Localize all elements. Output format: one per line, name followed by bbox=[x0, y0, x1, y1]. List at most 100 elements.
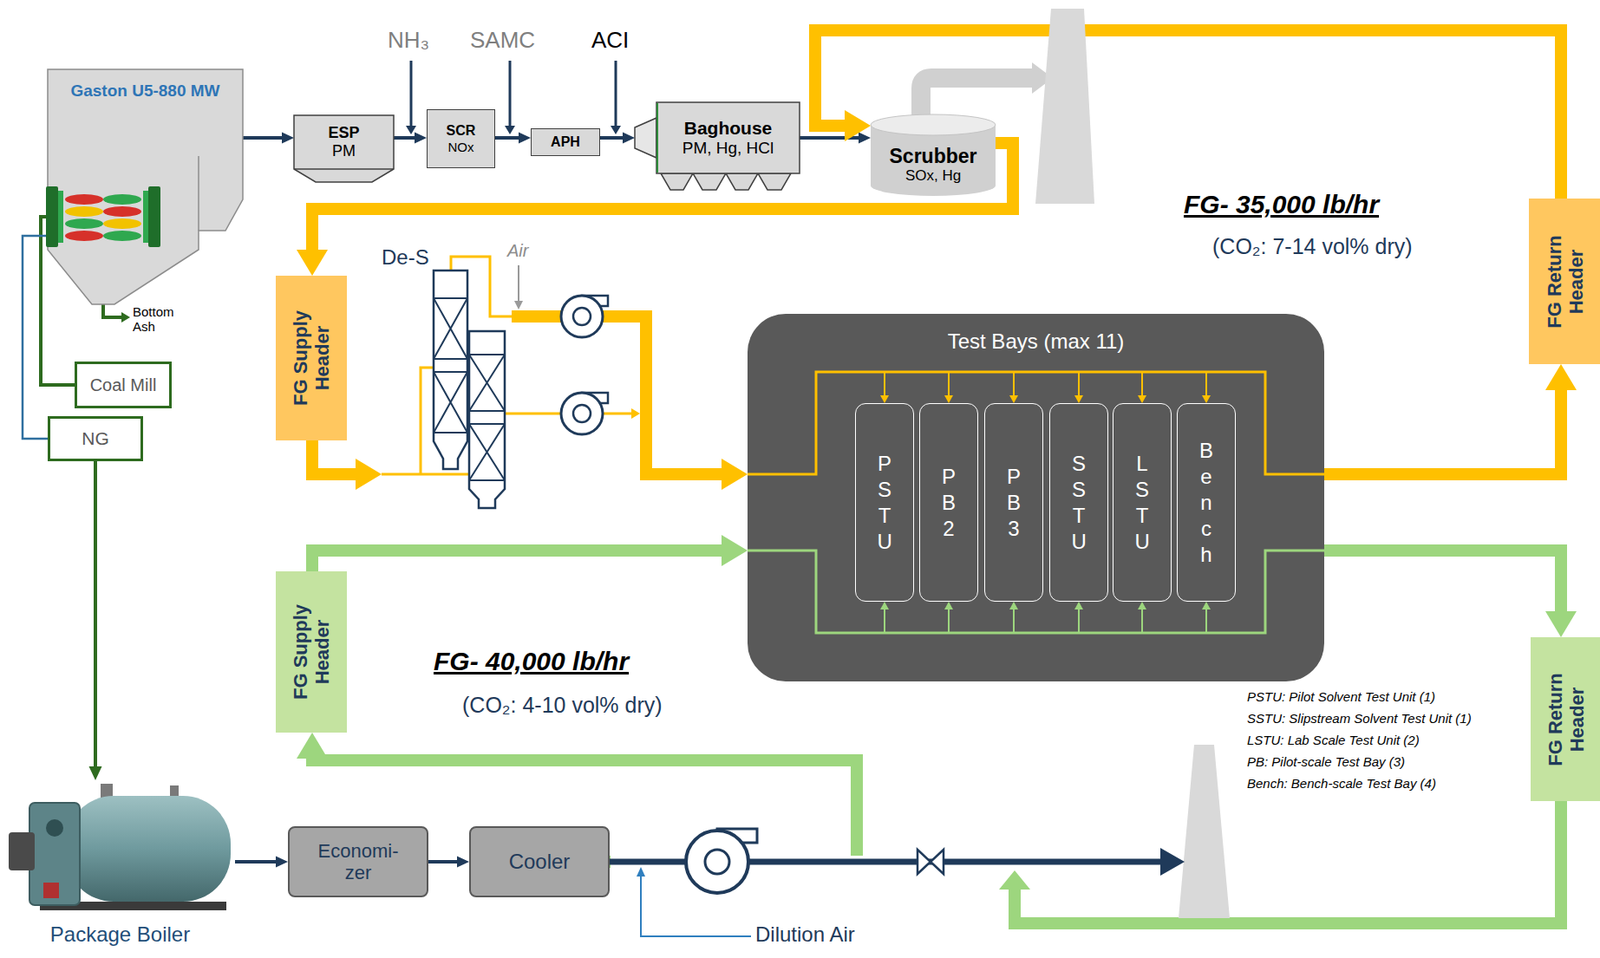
boiler-unit-shape bbox=[197, 156, 200, 231]
boiler-unit-text-area: Gaston U5-880 MW bbox=[47, 76, 243, 106]
header-box-text-area: FG Return Header bbox=[1532, 203, 1597, 360]
baghouse-box-text-area: BaghousePM, Hg, HCl bbox=[656, 102, 800, 174]
flow-line bbox=[815, 30, 1561, 199]
flow-line bbox=[296, 143, 1013, 276]
fan-symbol bbox=[573, 404, 591, 423]
header-box: FG Return Header bbox=[1530, 637, 1600, 802]
fan-symbol bbox=[705, 849, 730, 875]
flow-line bbox=[22, 235, 48, 439]
abbreviation-note: Bench: Bench-scale Test Bay (4) bbox=[1247, 776, 1437, 791]
flow-line bbox=[393, 136, 417, 140]
test-bay-text-area: PB3 bbox=[985, 404, 1043, 601]
header-box-text-area: FG Return Header bbox=[1534, 642, 1597, 797]
header-box: FG Supply Header bbox=[275, 275, 347, 441]
boiler-unit-shape bbox=[103, 206, 142, 217]
arrow-head bbox=[457, 856, 470, 869]
header-box: FG Supply Header bbox=[275, 571, 347, 733]
baghouse-box-shape bbox=[692, 173, 726, 190]
arrow-head bbox=[1545, 364, 1577, 391]
esp-box-shape bbox=[293, 115, 394, 183]
reagent-label: SAMC bbox=[470, 27, 536, 54]
esp-box-text-area: ESPPM bbox=[293, 115, 394, 170]
node-label: SSTU bbox=[1071, 450, 1087, 556]
test-bay-area-shape bbox=[1074, 395, 1084, 404]
reagent-injection-arrows bbox=[614, 60, 618, 127]
boiler-unit: Gaston U5-880 MW bbox=[47, 69, 243, 307]
flow-line bbox=[312, 440, 382, 490]
flow-line bbox=[1324, 388, 1561, 475]
test-bay-area-shape bbox=[944, 395, 954, 404]
esp-box: ESPPM bbox=[293, 115, 394, 183]
test-bay-area-shape bbox=[884, 372, 1207, 397]
reagent-injection-arrows bbox=[610, 125, 621, 135]
valve-symbol bbox=[930, 849, 944, 875]
bottom-ash-arrow bbox=[121, 312, 131, 323]
arrow-head bbox=[1545, 611, 1577, 638]
flow-line bbox=[312, 535, 748, 572]
economizer-box-text-area: Economi- zer bbox=[289, 828, 427, 896]
node-sublabel: PM bbox=[332, 142, 356, 161]
test-bay: LSTU bbox=[1112, 403, 1172, 602]
baghouse-box-shape bbox=[725, 173, 758, 190]
test-bay-area-shape bbox=[1201, 395, 1211, 404]
node-label: Coal Mill bbox=[90, 375, 157, 396]
test-bay-text-area: SSTU bbox=[1050, 404, 1108, 601]
baghouse-box: BaghousePM, Hg, HCl bbox=[634, 102, 800, 192]
reagent-injection-arrows bbox=[509, 60, 512, 127]
stack-symbol bbox=[1178, 744, 1230, 919]
boiler-unit-shape bbox=[58, 190, 64, 243]
arrow-head bbox=[296, 249, 328, 276]
desulfurizer-columns-shape bbox=[433, 298, 468, 433]
flow-line bbox=[22, 235, 48, 439]
coal-mill-box: Coal Mill bbox=[74, 361, 172, 409]
test-bay-area-text-area: Test Bays (max 11) bbox=[747, 322, 1325, 361]
baghouse-box-shape bbox=[656, 102, 800, 174]
flow-line bbox=[600, 136, 625, 140]
arrow-head bbox=[721, 458, 748, 490]
abbreviation-note: SSTU: Slipstream Solvent Test Unit (1) bbox=[1247, 711, 1472, 726]
flow-rate-label: FG- 40,000 lb/hr bbox=[433, 646, 629, 678]
test-bay: SSTU bbox=[1049, 403, 1109, 602]
package-boiler-shape bbox=[45, 819, 64, 837]
flow-line bbox=[428, 856, 470, 869]
arrow-head bbox=[275, 856, 288, 869]
node-label: LSTU bbox=[1135, 450, 1150, 556]
boiler-unit-shape bbox=[47, 69, 243, 307]
arrow-head bbox=[622, 132, 635, 144]
baghouse-box-shape bbox=[634, 117, 657, 158]
flow-line bbox=[1324, 550, 1577, 638]
abbreviation-note: PB: Pilot-scale Test Bay (3) bbox=[1247, 754, 1405, 770]
package-boiler-shape bbox=[8, 832, 35, 871]
flow-line bbox=[312, 550, 724, 572]
composition-label: (CO₂: 4-10 vol% dry) bbox=[462, 692, 663, 719]
abbreviation-note: PSTU: Pilot Solvent Test Unit (1) bbox=[1247, 689, 1436, 705]
coal-mill-box-text-area: Coal Mill bbox=[77, 364, 170, 406]
test-bay-text-area: Bench bbox=[1177, 404, 1235, 601]
node-label: De-S bbox=[381, 245, 430, 270]
scrubber-outlet-duct bbox=[920, 62, 1053, 117]
test-bay: PB2 bbox=[919, 403, 979, 602]
package-boiler-shape bbox=[29, 803, 80, 906]
test-bay: PSTU bbox=[855, 403, 915, 602]
flow-line bbox=[312, 440, 358, 475]
reagent-injection-arrows bbox=[410, 60, 413, 127]
node-label: PB2 bbox=[941, 463, 957, 543]
test-bay-text-area: PB2 bbox=[920, 404, 978, 601]
green-return-line bbox=[999, 870, 1031, 890]
baghouse-box-shape bbox=[656, 103, 659, 173]
boiler-unit-shape bbox=[65, 206, 104, 217]
esp-box-shape bbox=[293, 168, 394, 170]
stack-symbol bbox=[1035, 8, 1095, 204]
test-bay-area: Test Bays (max 11) PSTU PB2 PB3 SSTU LSTU Benc… bbox=[747, 313, 1325, 682]
package-boiler-text-area: Package Boiler bbox=[5, 917, 236, 953]
boiler-unit-shape bbox=[103, 230, 142, 242]
bottom-ash-arrow bbox=[103, 304, 123, 318]
reagent-label: ACI bbox=[591, 27, 629, 54]
flow-line bbox=[511, 316, 748, 490]
aph-box-text-area: APH bbox=[531, 129, 600, 156]
boiler-unit-shape bbox=[65, 230, 104, 242]
scr-box-text-area: SCRNOx bbox=[427, 110, 495, 168]
package-boiler: Package Boiler bbox=[5, 780, 236, 953]
node-label: SCR bbox=[446, 123, 477, 139]
